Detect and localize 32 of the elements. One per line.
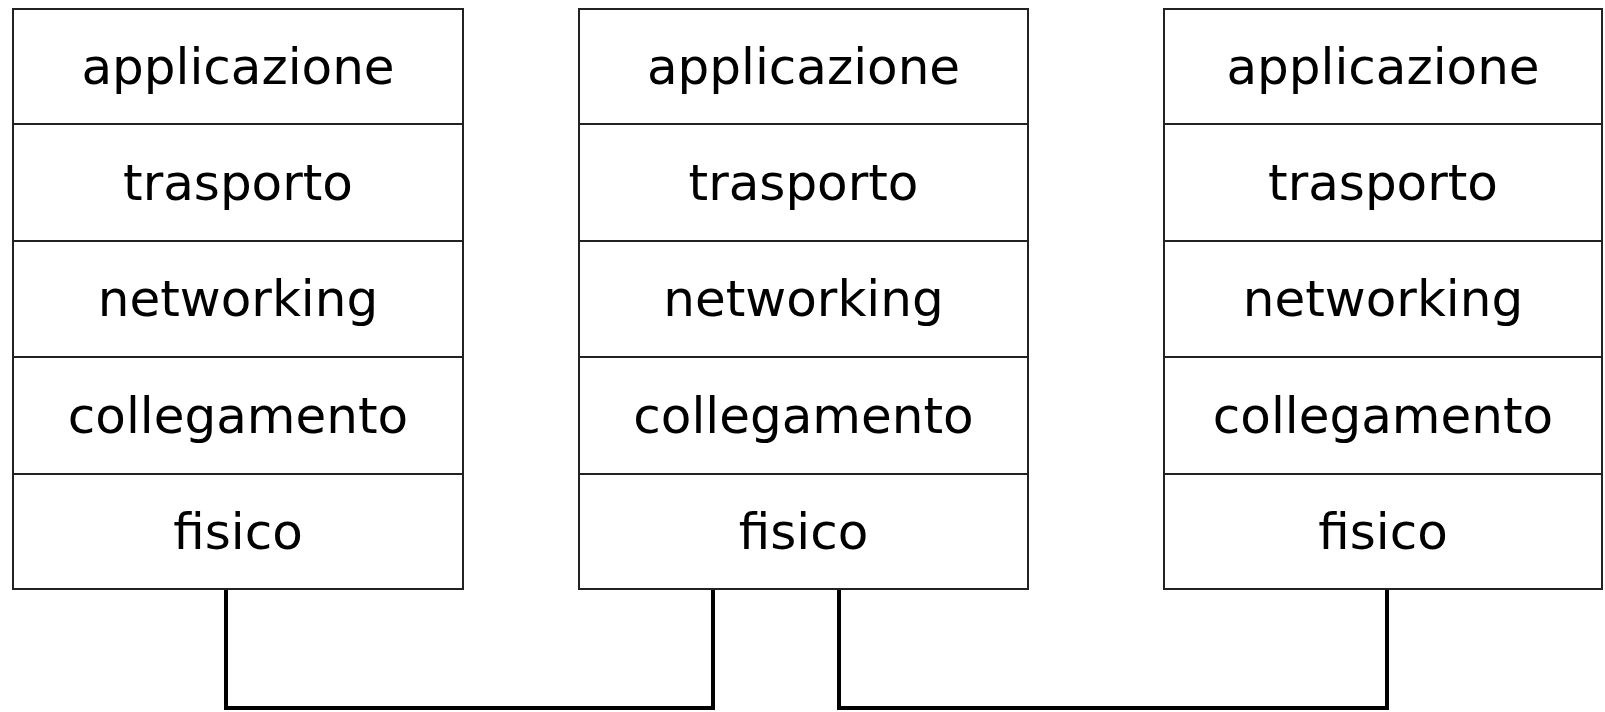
- layer-box: [12, 356, 464, 475]
- layer-box: [578, 123, 1029, 242]
- layer-box: [1163, 473, 1603, 590]
- layer-label: applicazione: [646, 37, 961, 96]
- layer-label: fisico: [738, 502, 869, 561]
- connector-line: [224, 589, 715, 710]
- layer-label: applicazione: [81, 37, 395, 96]
- layer-box: [578, 473, 1029, 590]
- layer-label: collegamento: [1212, 386, 1554, 445]
- layer-label: collegamento: [633, 386, 974, 445]
- layer-box: [1163, 240, 1603, 358]
- layer-box: [12, 123, 464, 242]
- layer-label: trasporto: [1268, 153, 1498, 212]
- layer-box: [578, 356, 1029, 475]
- layer-box: [12, 473, 464, 590]
- layer-box: [578, 240, 1029, 358]
- layer-box: [12, 8, 464, 125]
- layer-label: networking: [97, 270, 379, 328]
- layer-box: [1163, 356, 1603, 475]
- layer-label: trasporto: [688, 153, 919, 212]
- layer-label: applicazione: [1226, 37, 1540, 96]
- layer-label: fisico: [1318, 502, 1448, 561]
- layer-label: networking: [1242, 270, 1524, 328]
- layer-box: [1163, 8, 1603, 125]
- layer-label: fisico: [173, 502, 303, 561]
- layer-label: networking: [663, 270, 944, 328]
- layer-label: trasporto: [123, 153, 353, 212]
- layer-label: collegamento: [67, 386, 409, 445]
- layer-box: [578, 8, 1029, 125]
- layer-box: [12, 240, 464, 358]
- layer-box: [1163, 123, 1603, 242]
- connector-line: [837, 589, 1389, 710]
